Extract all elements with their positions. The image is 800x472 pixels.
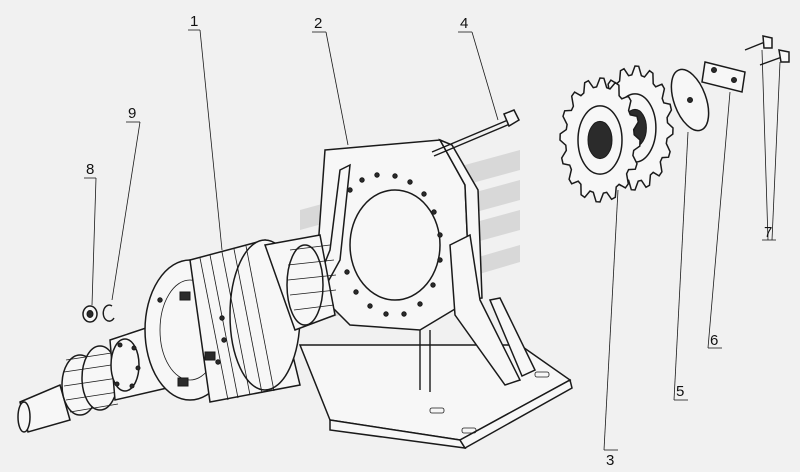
callout-3: 3	[606, 452, 614, 469]
spline-hub	[61, 345, 119, 416]
callout-4: 4	[460, 15, 468, 32]
nut-part	[82, 305, 98, 323]
washer-disc-part	[670, 68, 710, 132]
main-cylinder-assembly	[17, 234, 337, 433]
small-flange	[114, 342, 141, 389]
retaining-ring-part	[102, 304, 115, 322]
callout-5: 5	[676, 383, 684, 400]
long-bolt-part	[431, 109, 520, 157]
lock-plate-part	[701, 61, 746, 93]
leader-lines	[84, 29, 781, 451]
callout-6: 6	[710, 332, 718, 349]
callout-8: 8	[86, 161, 94, 178]
callout-7: 7	[764, 224, 772, 241]
sprocket-gear	[559, 65, 674, 203]
callout-labels: 1 2 3 4 5 6 7 8 9	[86, 13, 772, 469]
drum-ribs	[199, 245, 275, 401]
bolt-hole-ring	[344, 172, 443, 317]
callout-1: 1	[190, 13, 198, 30]
sprocket-bore	[587, 120, 613, 160]
small-bolts-part	[744, 35, 790, 66]
bracket-stand	[298, 138, 573, 450]
flange-bolts	[157, 291, 227, 387]
callout-2: 2	[314, 15, 322, 32]
callout-9: 9	[128, 105, 136, 122]
front-sprocket	[559, 77, 641, 203]
